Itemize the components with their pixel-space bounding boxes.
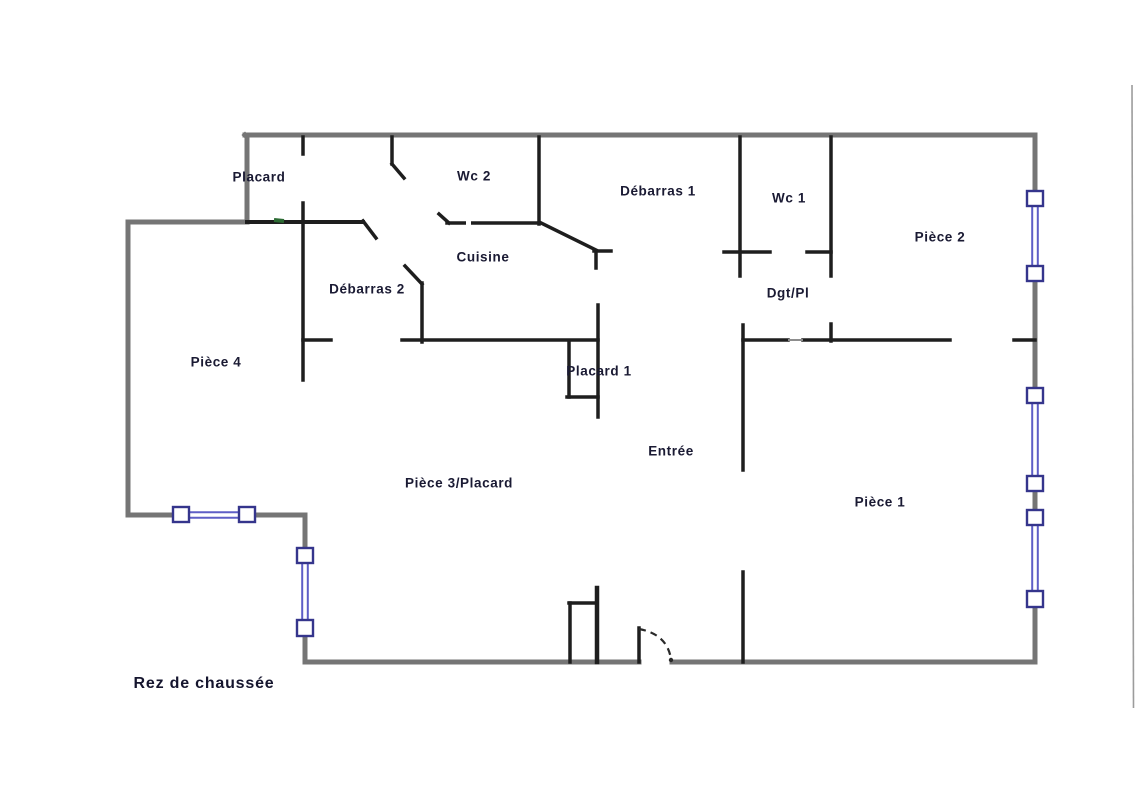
window-bottom-left-vertical bbox=[295, 546, 315, 638]
window-right-3 bbox=[1025, 508, 1045, 609]
room-label-piece3: Pièce 3/Placard bbox=[404, 475, 514, 491]
room-label-piece4: Pièce 4 bbox=[190, 354, 242, 370]
scan-edge-line bbox=[1131, 84, 1135, 709]
window-glass-gap bbox=[300, 562, 310, 622]
entrance-door-arc bbox=[638, 627, 673, 660]
room-label-placard1: Placard 1 bbox=[566, 363, 632, 379]
floor-title: Rez de chaussée bbox=[133, 675, 275, 692]
window-frame-box bbox=[1025, 264, 1045, 283]
wall-notch bbox=[466, 220, 471, 226]
room-label-wc2: Wc 2 bbox=[457, 168, 491, 184]
room-label-dgtpl: Dgt/Pl bbox=[766, 285, 810, 301]
debarras2-door-leaf bbox=[402, 263, 425, 287]
entrance-door-arc-foot bbox=[668, 657, 674, 663]
room-label-entree: Entrée bbox=[648, 443, 694, 459]
window-right-1 bbox=[1025, 189, 1045, 283]
interior-walls bbox=[245, 135, 1037, 665]
room-label-debarras2: Débarras 2 bbox=[329, 281, 405, 297]
window-glass-gap bbox=[187, 510, 241, 520]
outer-wall-left-bottom bbox=[125, 131, 642, 665]
windows bbox=[171, 189, 1045, 638]
window-frame-box bbox=[295, 546, 315, 565]
room-label-placard: Placard bbox=[232, 169, 286, 185]
cuisine-diagonal-door-leaf bbox=[536, 219, 599, 253]
window-frame-box bbox=[1025, 386, 1045, 405]
window-bottom-left-horizontal bbox=[171, 505, 257, 524]
placard-bottom-door-leaf bbox=[360, 218, 379, 241]
window-frame-box bbox=[1025, 508, 1045, 527]
placard-door-leaf bbox=[389, 161, 407, 181]
room-label-piece1: Pièce 1 bbox=[854, 494, 906, 510]
window-frame-box bbox=[1025, 189, 1045, 208]
room-label-piece2: Pièce 2 bbox=[914, 229, 966, 245]
window-right-2 bbox=[1025, 386, 1045, 493]
window-glass-gap bbox=[1030, 200, 1040, 269]
room-label-wc1: Wc 1 bbox=[772, 190, 806, 206]
room-label-debarras1: Débarras 1 bbox=[620, 183, 696, 199]
outer-wall-top-right bbox=[242, 132, 1038, 665]
window-frame-box bbox=[237, 505, 257, 524]
window-glass-gap bbox=[1030, 401, 1040, 478]
window-frame-box bbox=[171, 505, 191, 524]
window-glass-gap bbox=[1030, 523, 1040, 593]
window-frame-box bbox=[295, 618, 315, 638]
green-scan-mark bbox=[273, 218, 285, 223]
window-frame-box bbox=[1025, 474, 1045, 493]
window-frame-box bbox=[1025, 589, 1045, 609]
room-label-cuisine: Cuisine bbox=[456, 249, 510, 265]
